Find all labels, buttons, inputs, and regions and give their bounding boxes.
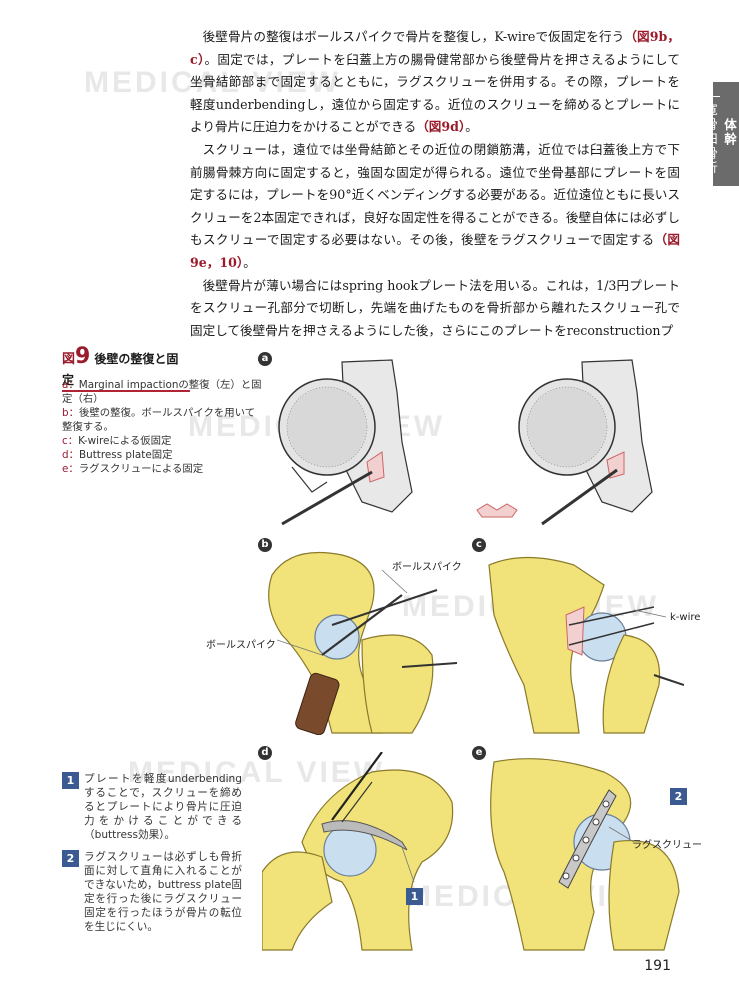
side-tab-category: 寛骨臼骨折: [701, 96, 720, 176]
text-run: 後壁骨片の整復はボールスパイクで骨片を整復し，K-wireで仮固定を行う: [202, 29, 625, 44]
text-run: スクリューは，遠位では坐骨結節とその近位の閉鎖筋溝，近位では臼蓋後上方で下前腸骨…: [190, 141, 680, 248]
caption-item: b：後壁の整復。ボールスパイクを用いて整復する。: [62, 407, 256, 433]
text-run: 。: [243, 254, 256, 270]
bone-fragments: [476, 503, 518, 518]
page-number: 191: [644, 958, 671, 974]
note-text: ラグスクリューは必ずしも骨折面に対して直角に入れることができないため，buttr…: [84, 851, 242, 933]
body-text: 後壁骨片の整復はボールスパイクで骨片を整復し，K-wireで仮固定を行う（図9b…: [190, 26, 680, 342]
badge-1: 1: [406, 888, 423, 905]
caption-key: d: [62, 449, 69, 461]
callout-ball-spike: ボールスパイク: [206, 640, 276, 651]
panel-label-a: a: [258, 352, 272, 366]
note-badge: 1: [62, 772, 79, 789]
figure-number: 9: [75, 344, 91, 369]
note-2: 2 ラグスクリューは必ずしも骨折面に対して直角に入れることができないため，but…: [62, 850, 242, 934]
caption-item: a：Marginal impactionの整復（左）と固定（右）: [62, 379, 262, 405]
caption-key: a: [62, 379, 69, 391]
badge-2: 2: [670, 788, 687, 805]
figure-reference: （図9d）: [416, 119, 466, 135]
caption-text: K-wireによる仮固定: [78, 435, 172, 447]
note-text: プレートを軽度underbendingすることで，スクリューを締めるとプレートに…: [84, 773, 242, 841]
caption-text: Buttress plate固定: [79, 449, 173, 461]
text-run: 。: [465, 119, 478, 135]
chapter-side-tab: 体幹 寛骨臼骨折: [701, 82, 739, 186]
figure-title-text: 後壁の整復と固定: [62, 352, 179, 387]
panel-label-d: d: [258, 746, 272, 760]
figure-label: 図: [62, 352, 76, 367]
caption-key: c: [62, 435, 68, 447]
hip-section-right: [518, 359, 653, 526]
callout-ball-spike: ボールスパイク: [392, 562, 462, 573]
figure-reference: （図9b，c）: [190, 29, 680, 67]
panel-label-b: b: [258, 538, 272, 552]
figure-reference: （図9e，10）: [190, 232, 680, 270]
panel-b-illustration: [268, 552, 458, 735]
caption-key: b: [62, 407, 69, 419]
side-tab-part: 体幹: [722, 118, 737, 148]
paragraph: スクリューは，遠位では坐骨結節とその近位の閉鎖筋溝，近位では臼蓋後上方で下前腸骨…: [190, 139, 680, 275]
note-1: 1 プレートを軽度underbendingすることで，スクリューを締めるとプレー…: [62, 772, 242, 842]
hip-section-left: [278, 359, 413, 526]
callout-lag-screw: ラグスクリュー: [632, 840, 702, 851]
caption-item: e：ラグスクリューによる固定: [62, 463, 204, 475]
panel-d-illustration: [262, 752, 454, 951]
caption-key: e: [62, 463, 69, 475]
caption-item: c：K-wireによる仮固定: [62, 435, 172, 447]
panel-a-illustration: [278, 359, 653, 526]
panel-c-illustration: [488, 556, 684, 734]
figure-caption-list: a：Marginal impactionの整復（左）と固定（右） b：後壁の整復…: [62, 378, 264, 476]
panel-e-illustration: [490, 758, 680, 951]
caption-text: ラグスクリューによる固定: [78, 463, 204, 475]
note-badge: 2: [62, 850, 79, 867]
caption-text: Marginal impactionの整復（左）と固定（右）: [62, 379, 262, 405]
paragraph: 後壁骨片の整復はボールスパイクで骨片を整復し，K-wireで仮固定を行う（図9b…: [190, 26, 680, 139]
callout-k-wire: k-wire: [670, 612, 701, 623]
text-run: 。固定では，プレートを臼蓋上方の腸骨健常部から後壁骨片を押さえるようにして坐骨結…: [190, 51, 680, 135]
text-run: 後壁骨片が薄い場合にはspring hookプレート法を用いる。これは，1/3円…: [190, 277, 680, 338]
panel-label-c: c: [472, 538, 486, 552]
paragraph: 後壁骨片が薄い場合にはspring hookプレート法を用いる。これは，1/3円…: [190, 275, 680, 343]
caption-item: d：Buttress plate固定: [62, 449, 173, 461]
caption-text: 後壁の整復。ボールスパイクを用いて整復する。: [62, 407, 256, 433]
panel-label-e: e: [472, 746, 486, 760]
